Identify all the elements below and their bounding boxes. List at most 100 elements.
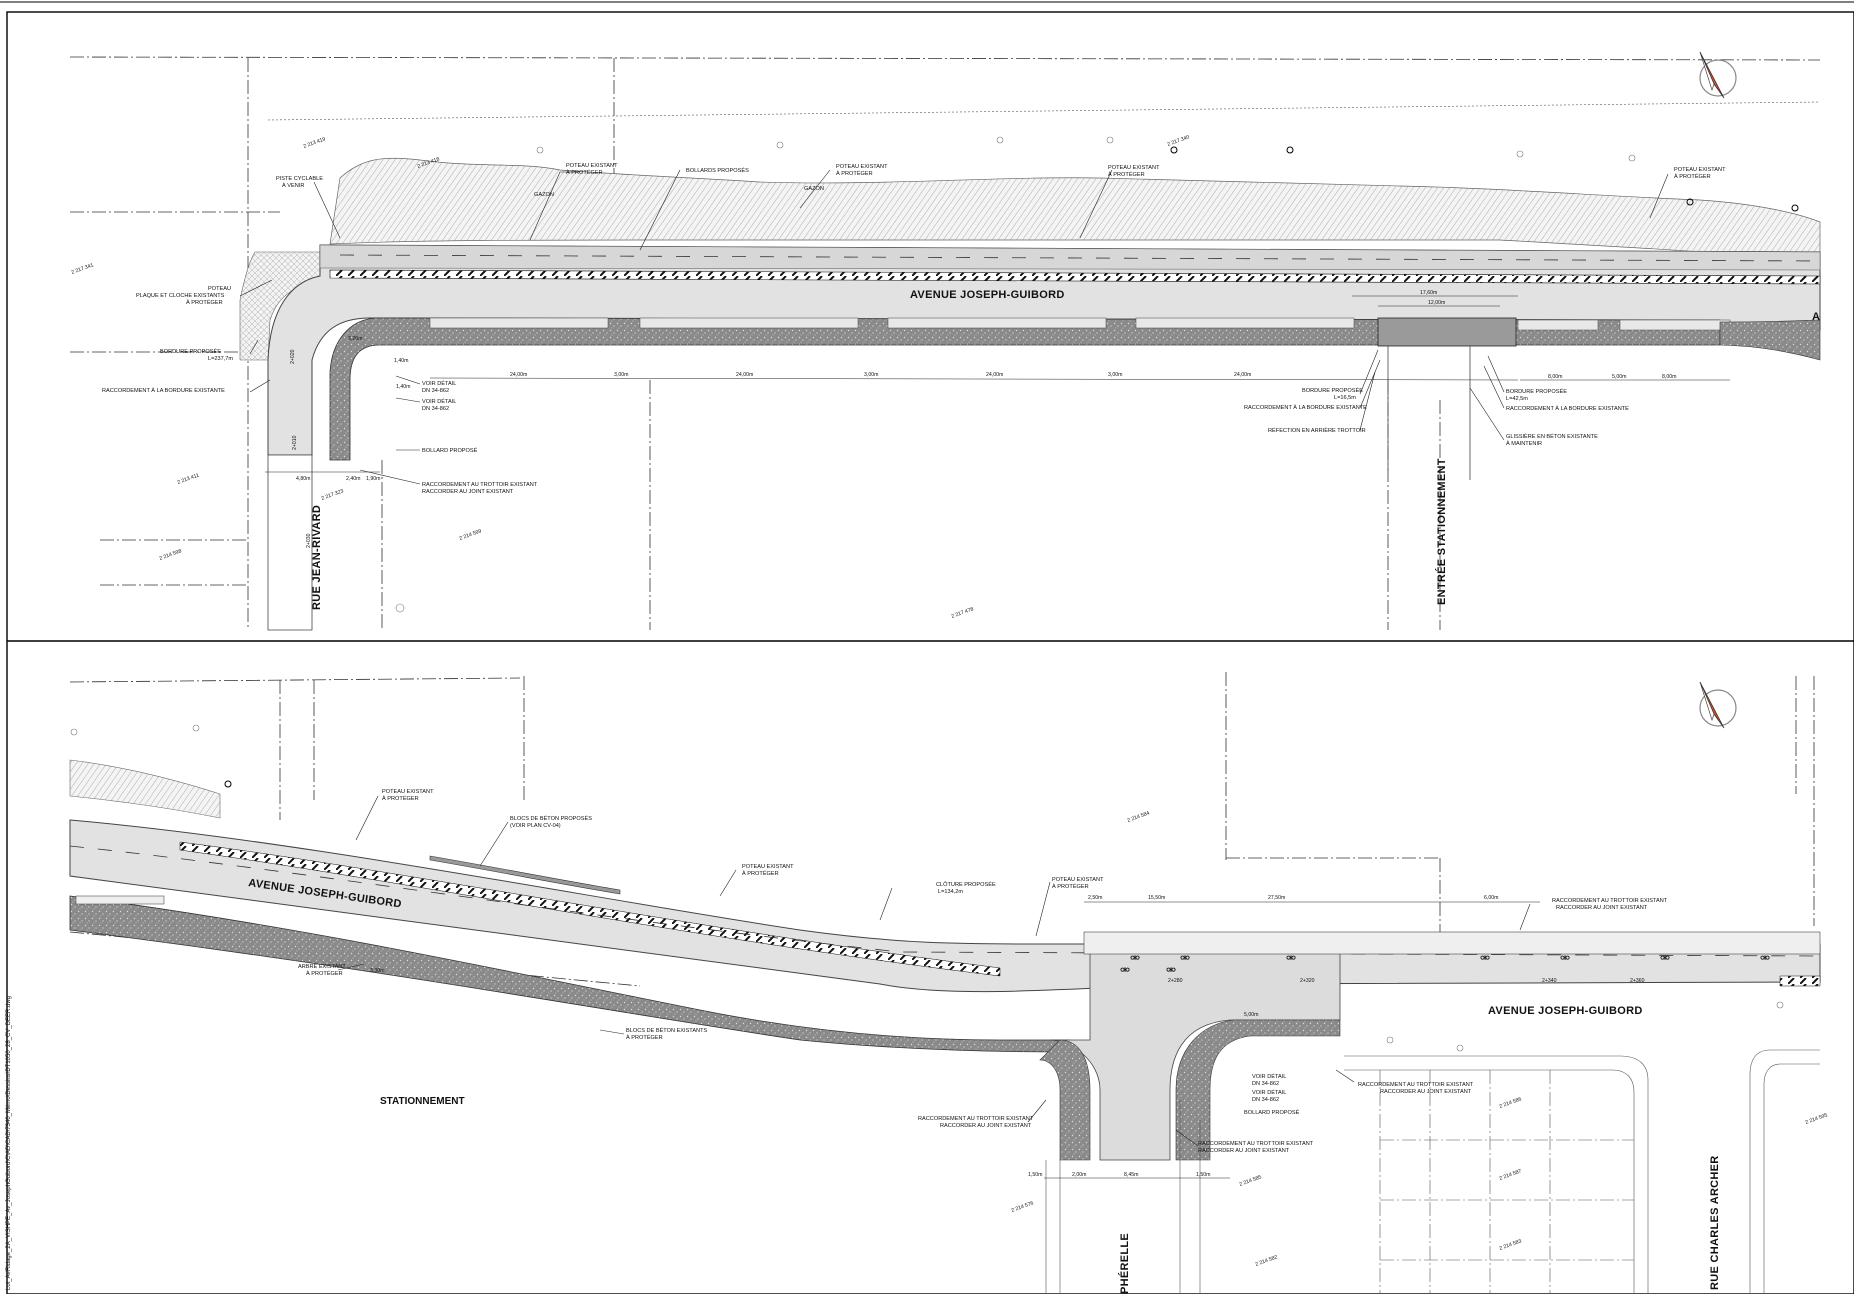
planted-strip-bottom (69, 759, 221, 819)
dimension-values-top: 24,00m 3,00m 24,00m 3,00m 24,00m 3,00m 2… (290, 290, 1676, 548)
svg-text:2 214 583: 2 214 583 (1499, 1238, 1523, 1252)
crosswalk-curb-left (1039, 1039, 1091, 1161)
svg-text:2 214 585: 2 214 585 (1239, 1174, 1263, 1188)
svg-text:À VENIR: À VENIR (282, 182, 304, 189)
svg-text:15,50m: 15,50m (1148, 895, 1165, 901)
svg-text:À PROTÉGER: À PROTÉGER (626, 1034, 663, 1041)
svg-text:VOIR DÉTAIL: VOIR DÉTAIL (1252, 1089, 1286, 1096)
svg-text:27,50m: 27,50m (1268, 895, 1285, 901)
svg-text:3,20m: 3,20m (348, 336, 362, 342)
svg-text:BOLLARD PROPOSÉ: BOLLARD PROPOSÉ (1244, 1109, 1300, 1116)
planted-strip (329, 157, 1821, 263)
striped-buffer-right (1779, 975, 1821, 987)
svg-text:2,00m: 2,00m (1072, 1172, 1086, 1178)
svg-text:À PROTÉGER: À PROTÉGER (382, 795, 419, 802)
svg-text:2 213 419: 2 213 419 (303, 136, 327, 150)
svg-text:POTEAU: POTEAU (208, 286, 231, 292)
svg-text:L=237,7m: L=237,7m (208, 356, 233, 362)
dimension-lines (265, 295, 1730, 473)
file-path-label: Lot_A#Ridage_2A_VISHPE_Av_JosephGuibord\… (6, 996, 12, 1290)
svg-text:RACCORDER AU JOINT EXISTANT: RACCORDER AU JOINT EXISTANT (1198, 1148, 1290, 1154)
svg-text:À PROTÉGER: À PROTÉGER (1108, 171, 1145, 178)
svg-text:À PROTÉGER: À PROTÉGER (186, 299, 223, 306)
svg-text:2+010: 2+010 (292, 435, 298, 450)
svg-text:2 214 584: 2 214 584 (1127, 810, 1151, 824)
svg-text:L=42,5m: L=42,5m (1506, 396, 1528, 402)
svg-text:POTEAU EXISTANT: POTEAU EXISTANT (1108, 165, 1160, 171)
svg-text:2 217 323: 2 217 323 (321, 488, 345, 502)
svg-text:BLOCS DE BÉTON EXISTANTS: BLOCS DE BÉTON EXISTANTS (626, 1027, 708, 1034)
svg-text:PLAQUE ET CLOCHE EXISTANTS: PLAQUE ET CLOCHE EXISTANTS (136, 293, 225, 299)
striped-buffer-bottom (179, 841, 1001, 977)
crosswalk-curb-right (1175, 1019, 1341, 1161)
svg-text:2 214 586: 2 214 586 (1499, 1096, 1523, 1110)
label-entree-stationnement: ENTRÉE STATIONNEMENT (1435, 458, 1448, 605)
svg-text:VOIR DÉTAIL: VOIR DÉTAIL (1252, 1073, 1286, 1080)
existing-features-bottom (70, 724, 1784, 1052)
svg-text:2 214 599: 2 214 599 (459, 528, 483, 542)
annotations-bottom: POTEAU EXISTANT À PROTÉGER BLOCS DE BÉTO… (298, 789, 1668, 1154)
svg-text:PISTE CYCLABLE: PISTE CYCLABLE (276, 176, 323, 182)
svg-text:17,60m: 17,60m (1420, 290, 1437, 296)
svg-text:À MAINTENIR: À MAINTENIR (1506, 440, 1542, 447)
svg-text:À PROTÉGER: À PROTÉGER (1052, 883, 1089, 890)
street-name-avenue-end: A (1812, 311, 1820, 323)
plan-panel-top: AVENUE JOSEPH-GUIBORD A RUE JEAN-RIVARD … (69, 51, 1821, 631)
south-sidewalk (329, 317, 1821, 461)
proposed-concrete-blocks (429, 855, 621, 895)
svg-text:⚮: ⚮ (1760, 951, 1770, 965)
svg-text:DN 34-862: DN 34-862 (1252, 1097, 1279, 1103)
svg-text:(VOIR PLAN CV-04): (VOIR PLAN CV-04) (510, 823, 561, 829)
svg-text:4,80m: 4,80m (296, 476, 310, 482)
svg-text:VOIR DÉTAIL: VOIR DÉTAIL (422, 380, 456, 387)
svg-text:8,00m: 8,00m (1662, 374, 1676, 380)
svg-text:2+340: 2+340 (1542, 978, 1557, 984)
street-name-avenue-joseph-guibord-right: AVENUE JOSEPH-GUIBORD (1488, 1005, 1643, 1017)
svg-text:RACCORDEMENT AU TROTTOIR EXIST: RACCORDEMENT AU TROTTOIR EXISTANT (918, 1116, 1034, 1122)
sheet-border (6, 11, 1854, 1294)
svg-text:1,50m: 1,50m (1196, 1172, 1210, 1178)
striped-buffer (329, 269, 1821, 285)
svg-text:2 214 598: 2 214 598 (159, 548, 183, 562)
svg-text:8,45m: 8,45m (1124, 1172, 1138, 1178)
svg-text:ARBRE EXISTANT: ARBRE EXISTANT (298, 964, 346, 970)
svg-text:1,50m: 1,50m (1028, 1172, 1042, 1178)
cycle-lane (319, 244, 1821, 271)
svg-text:2 217 341: 2 217 341 (71, 262, 95, 276)
svg-text:RACCORDER AU JOINT EXISTANT: RACCORDER AU JOINT EXISTANT (422, 489, 514, 495)
svg-text:24,00m: 24,00m (510, 372, 527, 378)
svg-text:2+030: 2+030 (306, 533, 312, 548)
svg-text:RACCORDER AU JOINT EXISTANT: RACCORDER AU JOINT EXISTANT (1556, 905, 1648, 911)
svg-text:24,00m: 24,00m (736, 372, 753, 378)
east-property-lines (1045, 1100, 1201, 1294)
svg-text:⚮: ⚮ (1560, 951, 1570, 965)
svg-text:2 214 587: 2 214 587 (1499, 1168, 1523, 1182)
svg-text:POTEAU EXISTANT: POTEAU EXISTANT (1052, 877, 1104, 883)
svg-text:RÉFECTION EN ARRIÈRE TROTTOIR: RÉFECTION EN ARRIÈRE TROTTOIR (1268, 427, 1366, 434)
svg-text:L=134,2m: L=134,2m (938, 889, 963, 895)
svg-text:2+280: 2+280 (1168, 978, 1183, 984)
roadway-rue-jean-rivard (267, 454, 313, 631)
svg-text:2 214 582: 2 214 582 (1255, 1254, 1279, 1268)
svg-text:2 214 595: 2 214 595 (1805, 1112, 1829, 1126)
annotations-top: PISTE CYCLABLE À VENIR POTEAU PLAQUE ET … (102, 163, 1726, 495)
svg-text:⚮: ⚮ (1480, 951, 1490, 965)
svg-text:POTEAU EXISTANT: POTEAU EXISTANT (1674, 167, 1726, 173)
svg-text:À PROTÉGER: À PROTÉGER (1674, 173, 1711, 180)
svg-text:2 213 411: 2 213 411 (177, 472, 200, 485)
leader-lines (239, 169, 1669, 485)
svg-text:2+360: 2+360 (1630, 978, 1645, 984)
svg-text:DN 34-862: DN 34-862 (422, 406, 449, 412)
svg-text:⚮: ⚮ (1180, 951, 1190, 965)
svg-text:1,40m: 1,40m (394, 358, 408, 364)
lane-centerline-bottom (69, 845, 1821, 957)
svg-text:BORDURE PROPOSÉE: BORDURE PROPOSÉE (1506, 388, 1567, 395)
svg-text:RACCORDEMENT AU TROTTOIR EXIST: RACCORDEMENT AU TROTTOIR EXISTANT (1552, 898, 1668, 904)
svg-text:POTEAU EXISTANT: POTEAU EXISTANT (836, 164, 888, 170)
svg-text:24,00m: 24,00m (1234, 372, 1251, 378)
svg-text:RACCORDER AU JOINT EXISTANT: RACCORDER AU JOINT EXISTANT (1380, 1089, 1472, 1095)
svg-text:2+020: 2+020 (290, 349, 296, 364)
svg-text:⚮: ⚮ (1130, 951, 1140, 965)
svg-text:24,00m: 24,00m (986, 372, 1003, 378)
cycle-track (1083, 931, 1821, 955)
